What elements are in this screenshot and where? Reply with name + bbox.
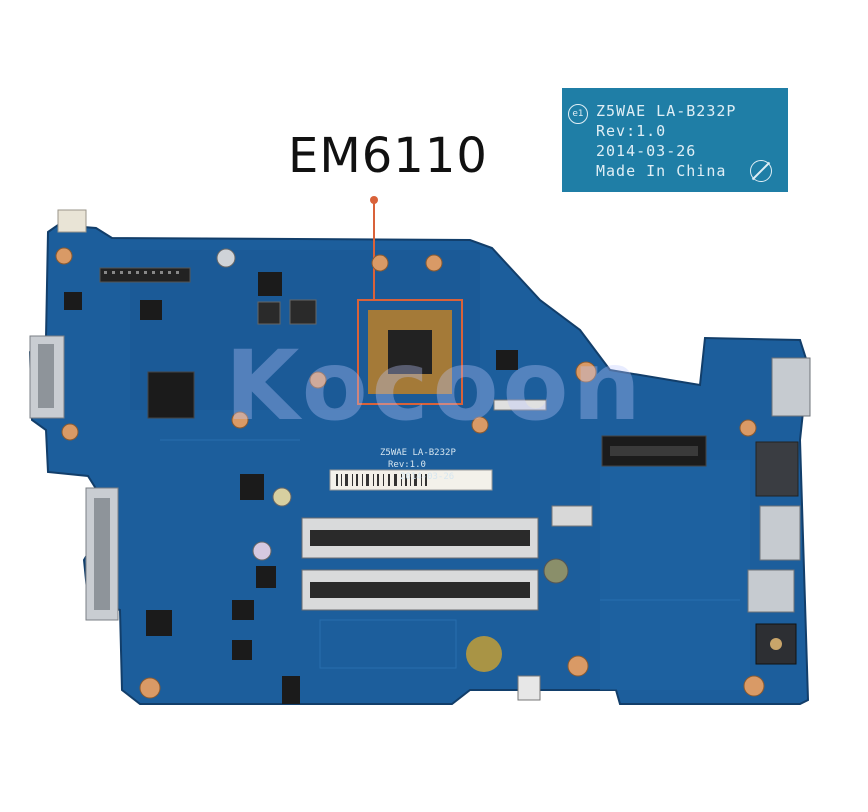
usb-port — [747, 569, 795, 613]
pin-header — [99, 267, 191, 283]
fpc-connector — [493, 399, 547, 411]
e1-mark-icon: e1 — [568, 104, 588, 124]
label-date: 2014-03-26 — [596, 142, 697, 160]
chip-callout-label: EM6110 — [288, 128, 488, 184]
small-connector — [282, 676, 300, 704]
label-origin: Made In China — [596, 162, 727, 180]
board-label-inset: e1 Z5WAE LA-B232P Rev:1.0 2014-03-26 Mad… — [562, 88, 788, 192]
label-model: Z5WAE LA-B232P — [596, 102, 737, 120]
battery-connector — [57, 209, 87, 233]
capacitor — [252, 541, 272, 561]
small-chip — [496, 350, 518, 370]
ic-small — [146, 610, 172, 636]
inductor — [289, 299, 317, 325]
no-dispose-icon — [750, 160, 772, 182]
cpu-die — [388, 330, 432, 374]
ic-small — [232, 640, 252, 660]
usb-port — [771, 357, 811, 417]
mounting-pads — [55, 247, 765, 699]
ic-small — [140, 300, 162, 320]
capacitor — [216, 248, 236, 268]
label-rev: Rev:1.0 — [596, 122, 667, 140]
fpc-connector — [517, 675, 541, 701]
ic-small — [256, 566, 276, 588]
silk-model: Z5WAE LA-B232P — [380, 448, 456, 458]
ram-slot-1 — [301, 517, 539, 559]
capacitor — [543, 558, 569, 584]
usb-port — [759, 505, 801, 561]
ec-chip — [147, 371, 195, 419]
ic-small — [240, 474, 264, 500]
ic-small — [232, 600, 254, 620]
ic-small — [64, 292, 82, 310]
hdmi-port — [755, 441, 799, 497]
fpc-connector — [551, 505, 593, 527]
silk-date: 2014-03-26 — [400, 472, 455, 482]
gold-pad-large — [466, 636, 502, 672]
capacitor — [272, 487, 292, 507]
ram-slot-2 — [301, 569, 539, 611]
pcb-shade-right — [600, 460, 750, 690]
cpu-callout-box — [357, 299, 463, 405]
silk-rev: Rev:1.0 — [388, 460, 426, 470]
inductor — [257, 301, 281, 325]
ic-small — [258, 272, 282, 296]
